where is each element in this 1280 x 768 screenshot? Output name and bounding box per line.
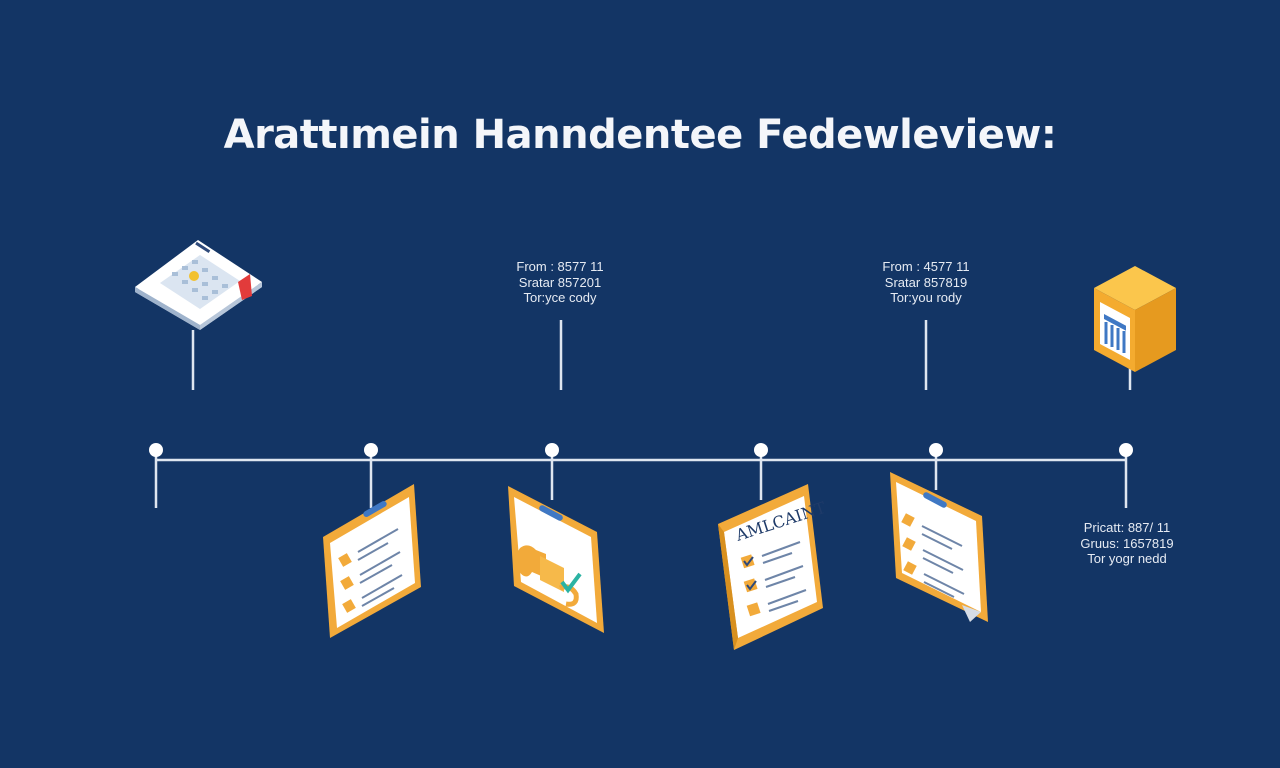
timeline-node [1119, 443, 1133, 457]
label-from: Pricatt: 887/ 11 [1083, 520, 1171, 535]
checklist-clipboard-icon [323, 484, 421, 638]
label-status: Gruus: 1657819 [1080, 535, 1174, 551]
upper-label-2: From : 4577 11 Sratar 857819 Tor:you rod… [873, 259, 979, 306]
label-note: Tor:you rody [890, 290, 962, 305]
label-note: Tor yogr nedd [1087, 551, 1167, 566]
label-note: Tor:yce cody [523, 290, 597, 305]
applicant-checklist-icon: AMLCAINT [718, 484, 828, 650]
label-status: Sratar 857819 [884, 274, 968, 290]
timeline-node [364, 443, 378, 457]
timeline-node [545, 443, 559, 457]
timeline-node [754, 443, 768, 457]
archive-box-icon [1094, 266, 1176, 372]
page-title: Arattımein Hanndentee Fedewleview: [223, 112, 1057, 158]
timeline-node [149, 443, 163, 457]
upper-label-1: From : 8577 11 Sratar 857201 Tor:yce cod… [508, 259, 612, 306]
timeline-node [929, 443, 943, 457]
label-status: Sratar 857201 [518, 274, 602, 290]
document-checklist-icon [890, 472, 988, 622]
calendar-icon [135, 240, 262, 330]
lower-right-label: Pricatt: 887/ 11 Gruus: 1657819 Tor yogr… [1074, 520, 1180, 567]
label-from: From : 4577 11 [882, 259, 970, 274]
puzzle-clipboard-icon [508, 486, 604, 633]
label-from: From : 8577 11 [516, 259, 604, 274]
timeline-nodes [149, 443, 1133, 457]
timeline-axis [154, 320, 1132, 508]
